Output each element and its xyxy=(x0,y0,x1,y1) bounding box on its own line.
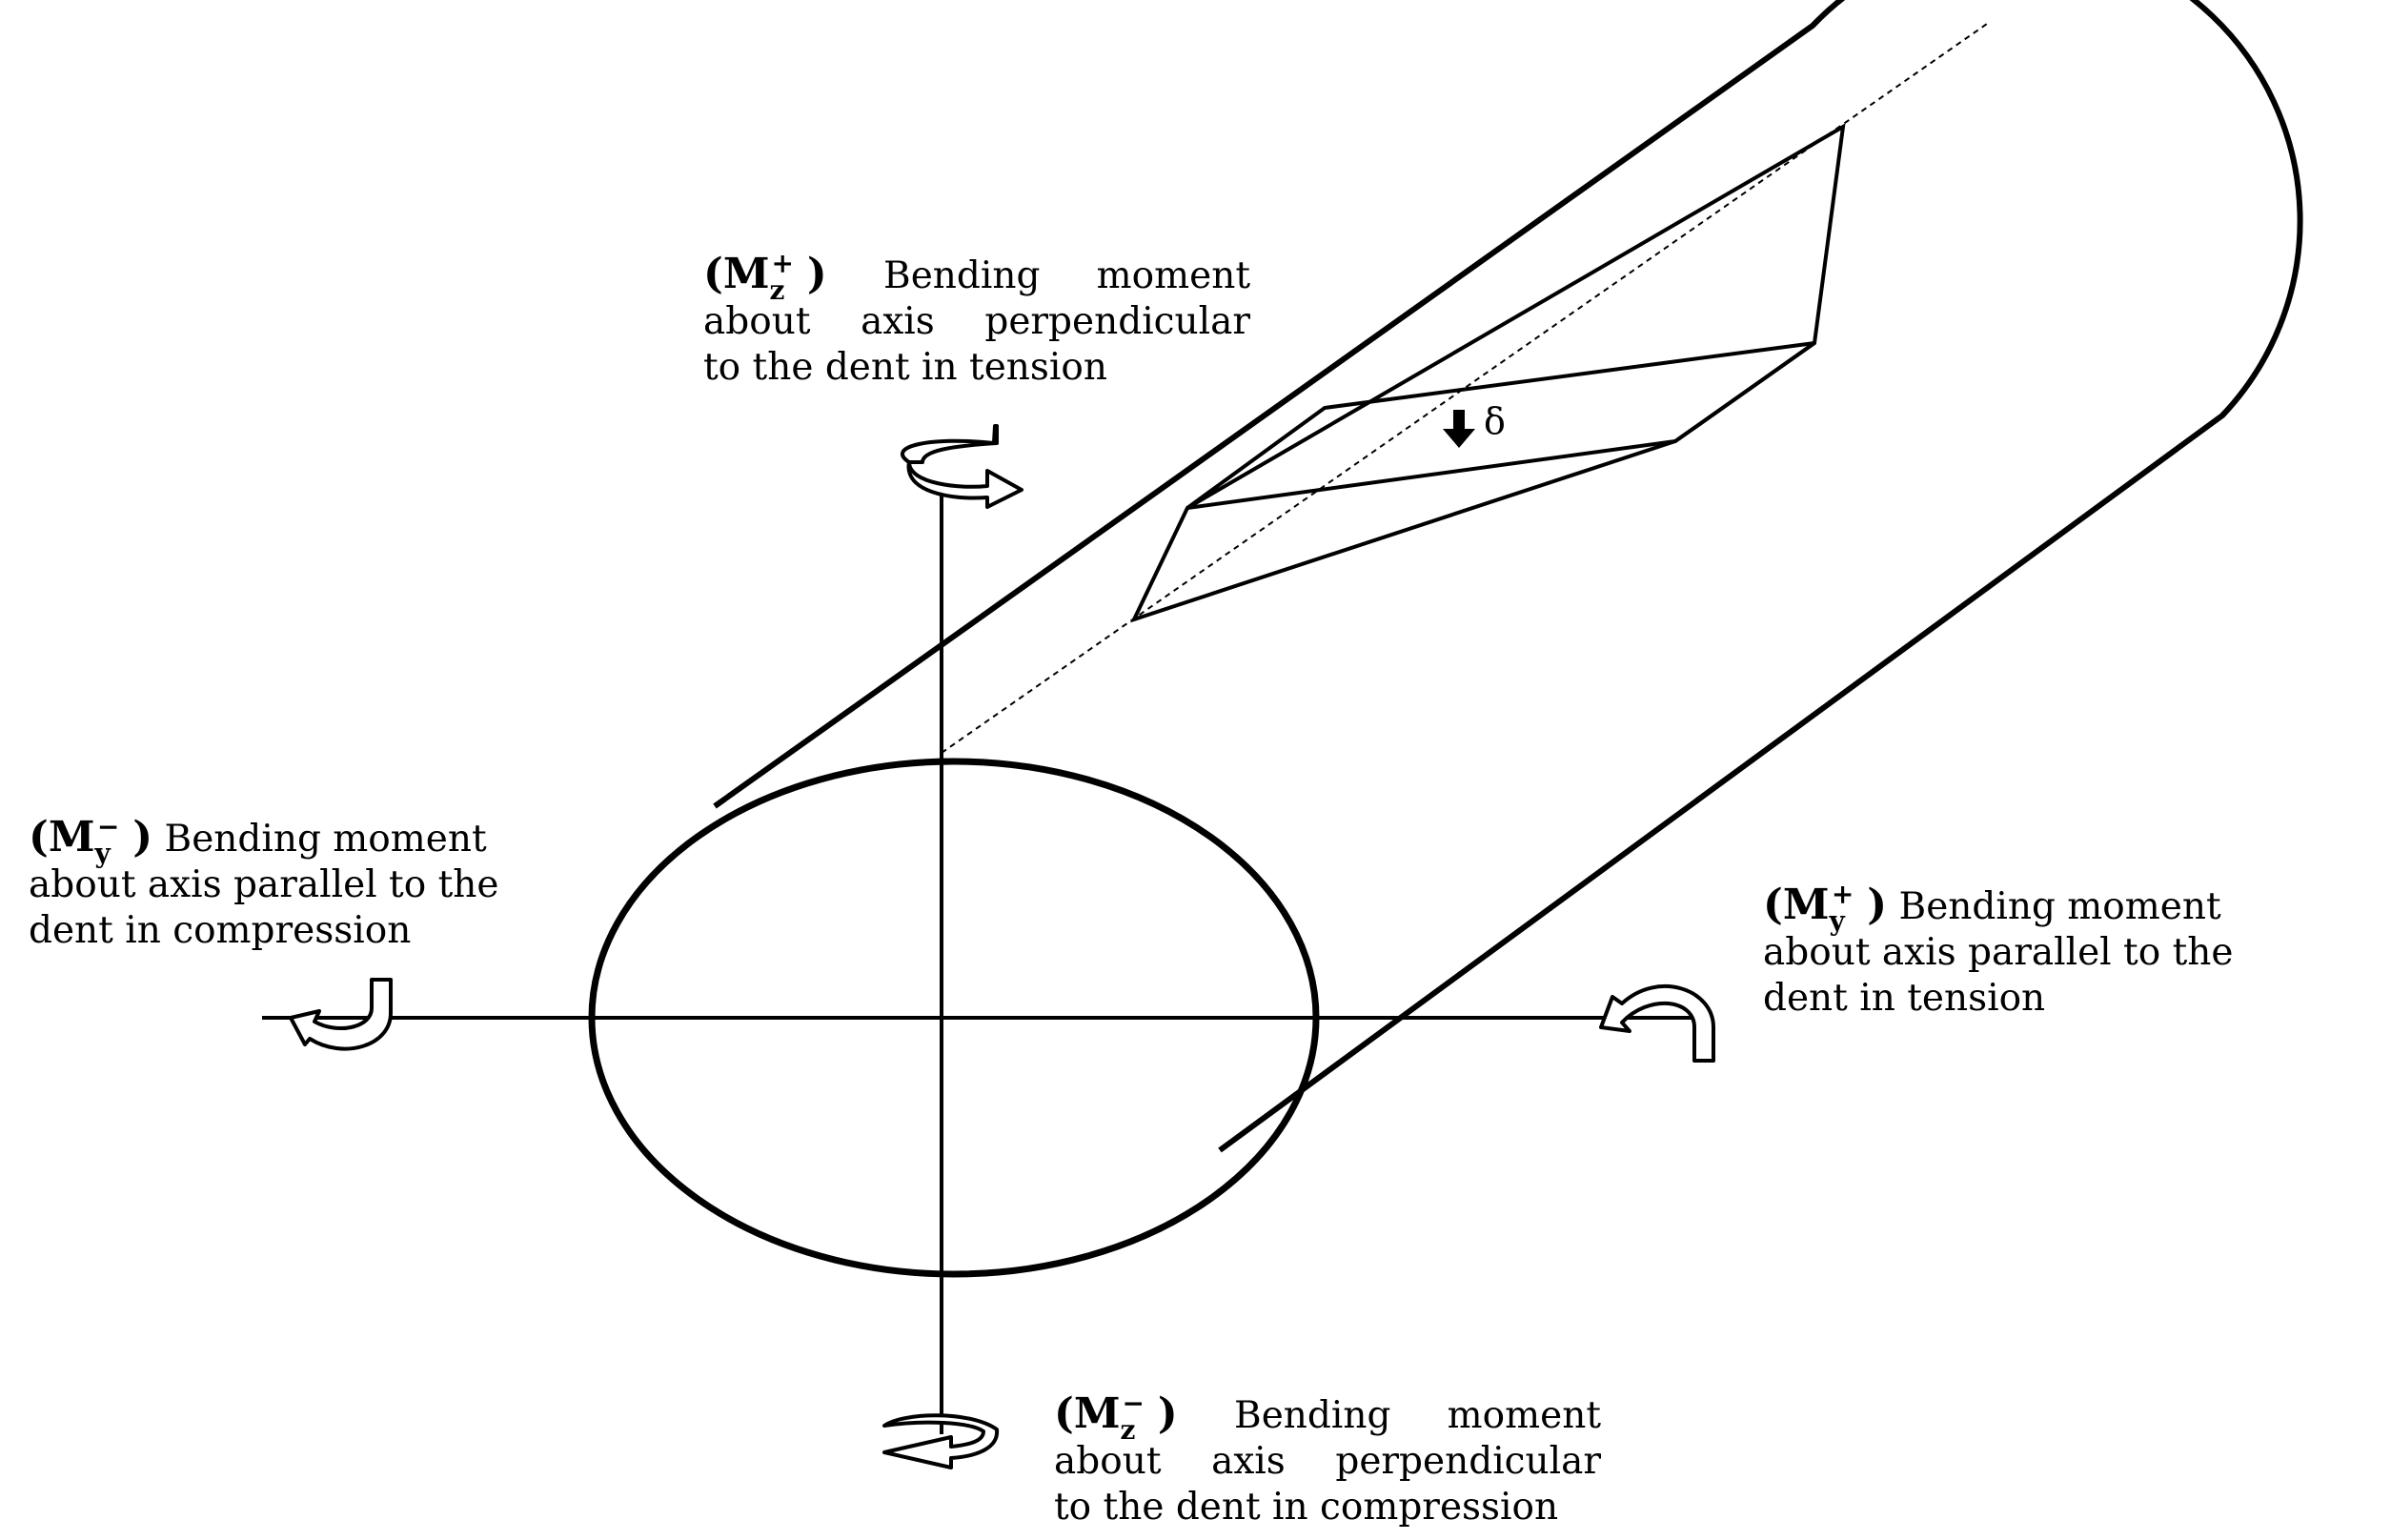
curved-arrow-icon xyxy=(882,1413,1000,1469)
mz-minus-line1: (Mz−) Bending moment xyxy=(1054,1388,1601,1446)
my-minus-line3: dent in compression xyxy=(29,909,412,952)
mz-plus-symbol: (Mz+) xyxy=(703,248,827,306)
mz-minus-symbol: (Mz−) xyxy=(1054,1388,1178,1446)
my-minus-line2: about axis parallel to the xyxy=(29,863,499,906)
my-plus-line1: (My+) Bending moment xyxy=(1763,879,2221,937)
my-minus-label: (My−) Bending moment about axis parallel… xyxy=(29,815,534,953)
my-plus-label: (My+) Bending moment about axis parallel… xyxy=(1763,879,2297,1022)
curved-arrow-icon xyxy=(901,424,1023,509)
curved-arrow-icon xyxy=(1599,984,1715,1063)
dent-upper-face xyxy=(1185,341,1816,510)
pipe-outline xyxy=(713,0,2303,1153)
mz-plus-line2: about axis perpendicular xyxy=(703,300,1250,343)
my-plus-line3: dent in tension xyxy=(1763,977,2046,1020)
my-minus-symbol: (My−) xyxy=(29,815,153,869)
mz-plus-line3: to the dent in tension xyxy=(703,346,1107,389)
dent xyxy=(1130,123,1846,623)
my-minus-line1: (My−) Bending moment xyxy=(29,815,487,869)
mz-minus-line3: to the dent in compression xyxy=(1054,1486,1559,1529)
my-plus-line2: about axis parallel to the xyxy=(1763,931,2234,974)
dent-depth-label: δ xyxy=(1484,400,1506,442)
curved-arrow-icon xyxy=(289,978,393,1051)
mz-minus-line2: about axis perpendicular xyxy=(1054,1440,1601,1483)
my-plus-symbol: (My+) xyxy=(1763,879,1888,937)
mz-plus-label: (Mz+) Bending moment about axis perpendi… xyxy=(703,248,1250,391)
mz-plus-line1: (Mz+) Bending moment xyxy=(703,248,1250,306)
mz-minus-label: (Mz−) Bending moment about axis perpendi… xyxy=(1054,1388,1601,1530)
arrow-down-icon xyxy=(1443,410,1475,448)
